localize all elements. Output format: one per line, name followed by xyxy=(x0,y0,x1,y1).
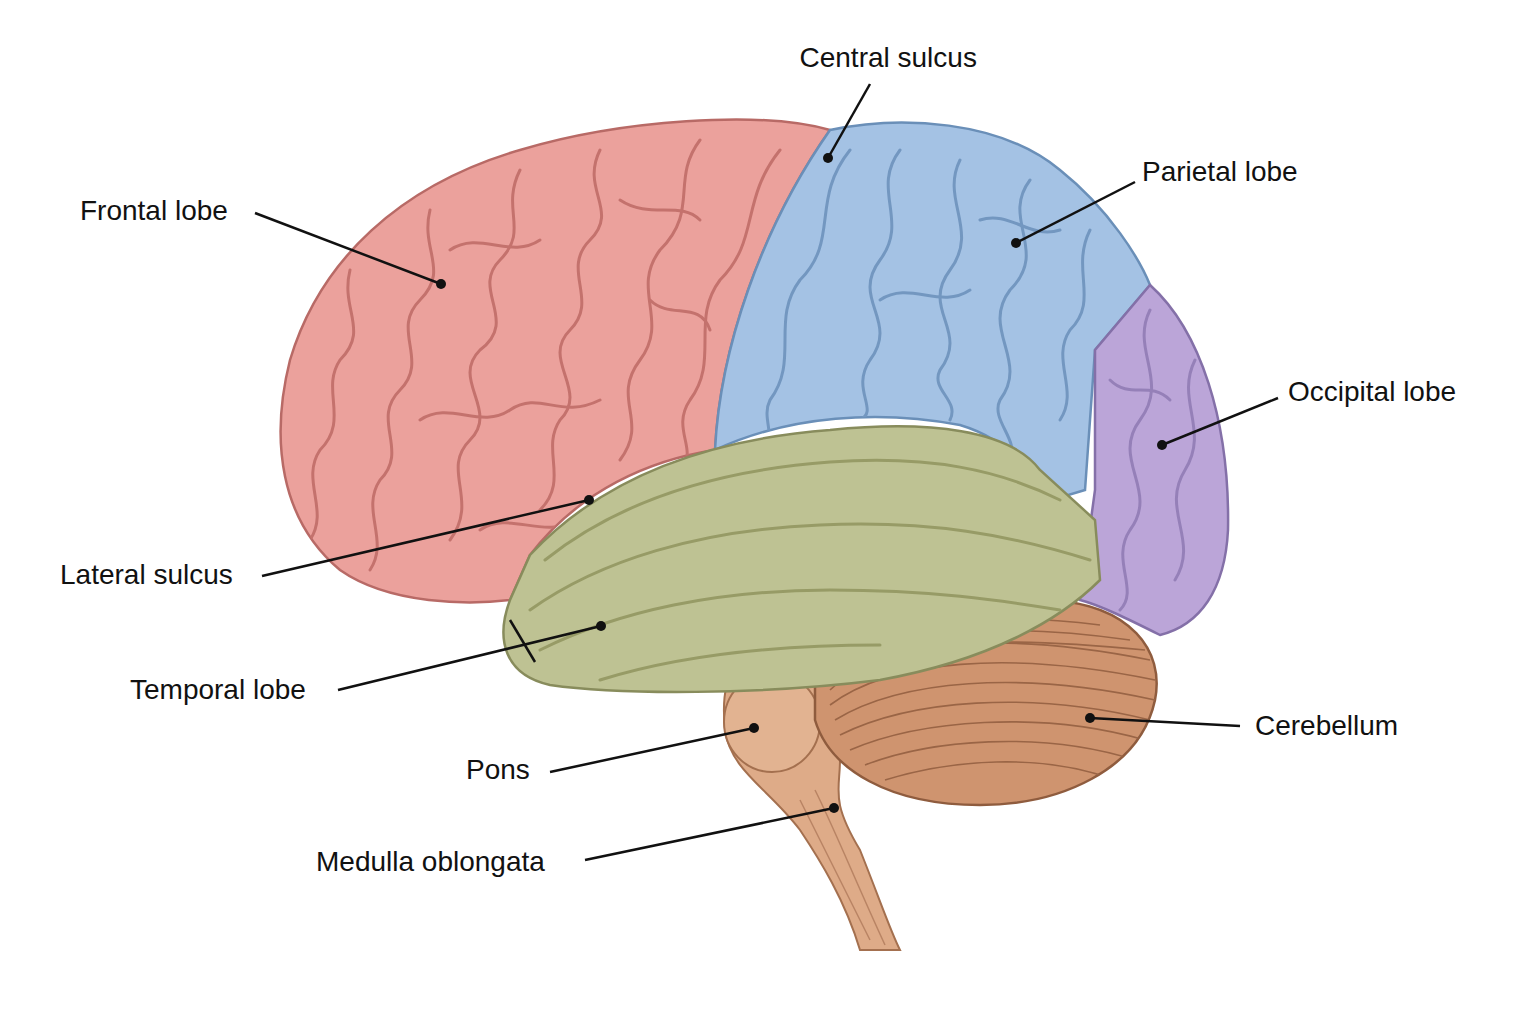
part-label: Cerebellum xyxy=(1255,712,1398,740)
occipital-lobe-shape xyxy=(1080,285,1228,635)
part-label: Frontal lobe xyxy=(80,197,228,225)
part-label: Lateral sulcus xyxy=(60,561,233,589)
temporal-gyri xyxy=(530,460,1090,680)
leader-lines xyxy=(255,84,1278,860)
parietal-gyri xyxy=(760,150,1090,460)
part-label: Pons xyxy=(466,756,530,784)
part-label: Medulla oblongata xyxy=(316,848,545,876)
part-label: Occipital lobe xyxy=(1288,378,1456,406)
part-label: Parietal lobe xyxy=(1142,158,1298,186)
leader-dots xyxy=(436,153,1167,813)
occipital-gyri xyxy=(1110,310,1195,610)
part-label: Temporal lobe xyxy=(130,676,306,704)
temporal-lobe-shape xyxy=(503,426,1100,692)
part-label: Central sulcus xyxy=(800,44,977,72)
